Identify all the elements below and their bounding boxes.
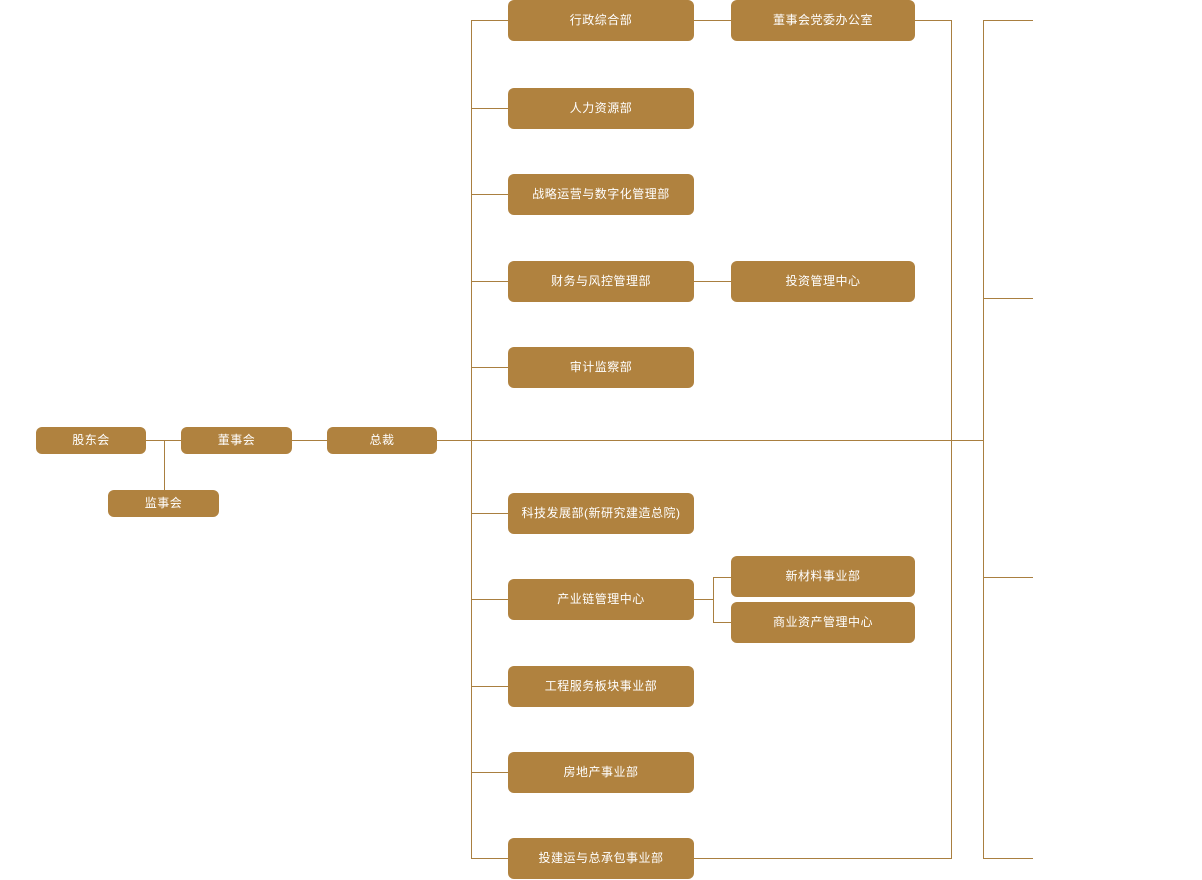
connector-board-party-right (915, 20, 952, 21)
connector-shareholders-board (146, 440, 181, 441)
connector-spine-epc (471, 858, 509, 859)
node-administration-department[interactable]: 行政综合部 (508, 0, 694, 41)
connector-spine-realestate (471, 772, 509, 773)
bracket-inner-vertical (951, 20, 952, 859)
bracket-outer-vertical (983, 20, 984, 859)
node-board-of-directors[interactable]: 董事会 (181, 427, 292, 454)
node-investment-construction-epc-division[interactable]: 投建运与总承包事业部 (508, 838, 694, 879)
connector-board-president (292, 440, 327, 441)
connector-spine-finance (471, 281, 509, 282)
spine-departments (471, 20, 472, 859)
node-president[interactable]: 总裁 (327, 427, 437, 454)
node-strategy-operations-digital-department[interactable]: 战略运营与数字化管理部 (508, 174, 694, 215)
node-audit-supervision-department[interactable]: 审计监察部 (508, 347, 694, 388)
bracket-outer-stub-bottom (983, 858, 1033, 859)
node-supervisory-board[interactable]: 监事会 (108, 490, 219, 517)
connector-spine-admin (471, 20, 509, 21)
connector-chain-materials (713, 577, 731, 578)
connector-finance-investment (694, 281, 731, 282)
node-engineering-services-division[interactable]: 工程服务板块事业部 (508, 666, 694, 707)
connector-president-trunk (437, 440, 984, 441)
node-board-party-committee-office[interactable]: 董事会党委办公室 (731, 0, 915, 41)
node-human-resources-department[interactable]: 人力资源部 (508, 88, 694, 129)
bracket-outer-stub-upper (983, 298, 1033, 299)
connector-spine-hr (471, 108, 509, 109)
node-industry-chain-management-center[interactable]: 产业链管理中心 (508, 579, 694, 620)
connector-spine-engineering (471, 686, 509, 687)
connector-spine-chain (471, 599, 509, 600)
node-shareholders[interactable]: 股东会 (36, 427, 146, 454)
connector-spine-strategy (471, 194, 509, 195)
connector-admin-board-party (694, 20, 731, 21)
connector-spine-audit (471, 367, 509, 368)
bracket-outer-stub-lower (983, 577, 1033, 578)
connector-chain-commercial (713, 622, 731, 623)
connector-bracket-inner-bottom (694, 858, 952, 859)
connector-board-supervisors-vertical (164, 440, 165, 504)
bracket-outer-stub-top (983, 20, 1033, 21)
node-commercial-asset-management-center[interactable]: 商业资产管理中心 (731, 602, 915, 643)
node-technology-development-department[interactable]: 科技发展部(新研究建造总院) (508, 493, 694, 534)
connector-spine-tech (471, 513, 509, 514)
node-real-estate-division[interactable]: 房地产事业部 (508, 752, 694, 793)
connector-chain-junction (694, 599, 714, 600)
node-new-materials-division[interactable]: 新材料事业部 (731, 556, 915, 597)
node-investment-management-center[interactable]: 投资管理中心 (731, 261, 915, 302)
connector-chain-junction-vertical (713, 577, 714, 623)
node-finance-risk-control-department[interactable]: 财务与风控管理部 (508, 261, 694, 302)
